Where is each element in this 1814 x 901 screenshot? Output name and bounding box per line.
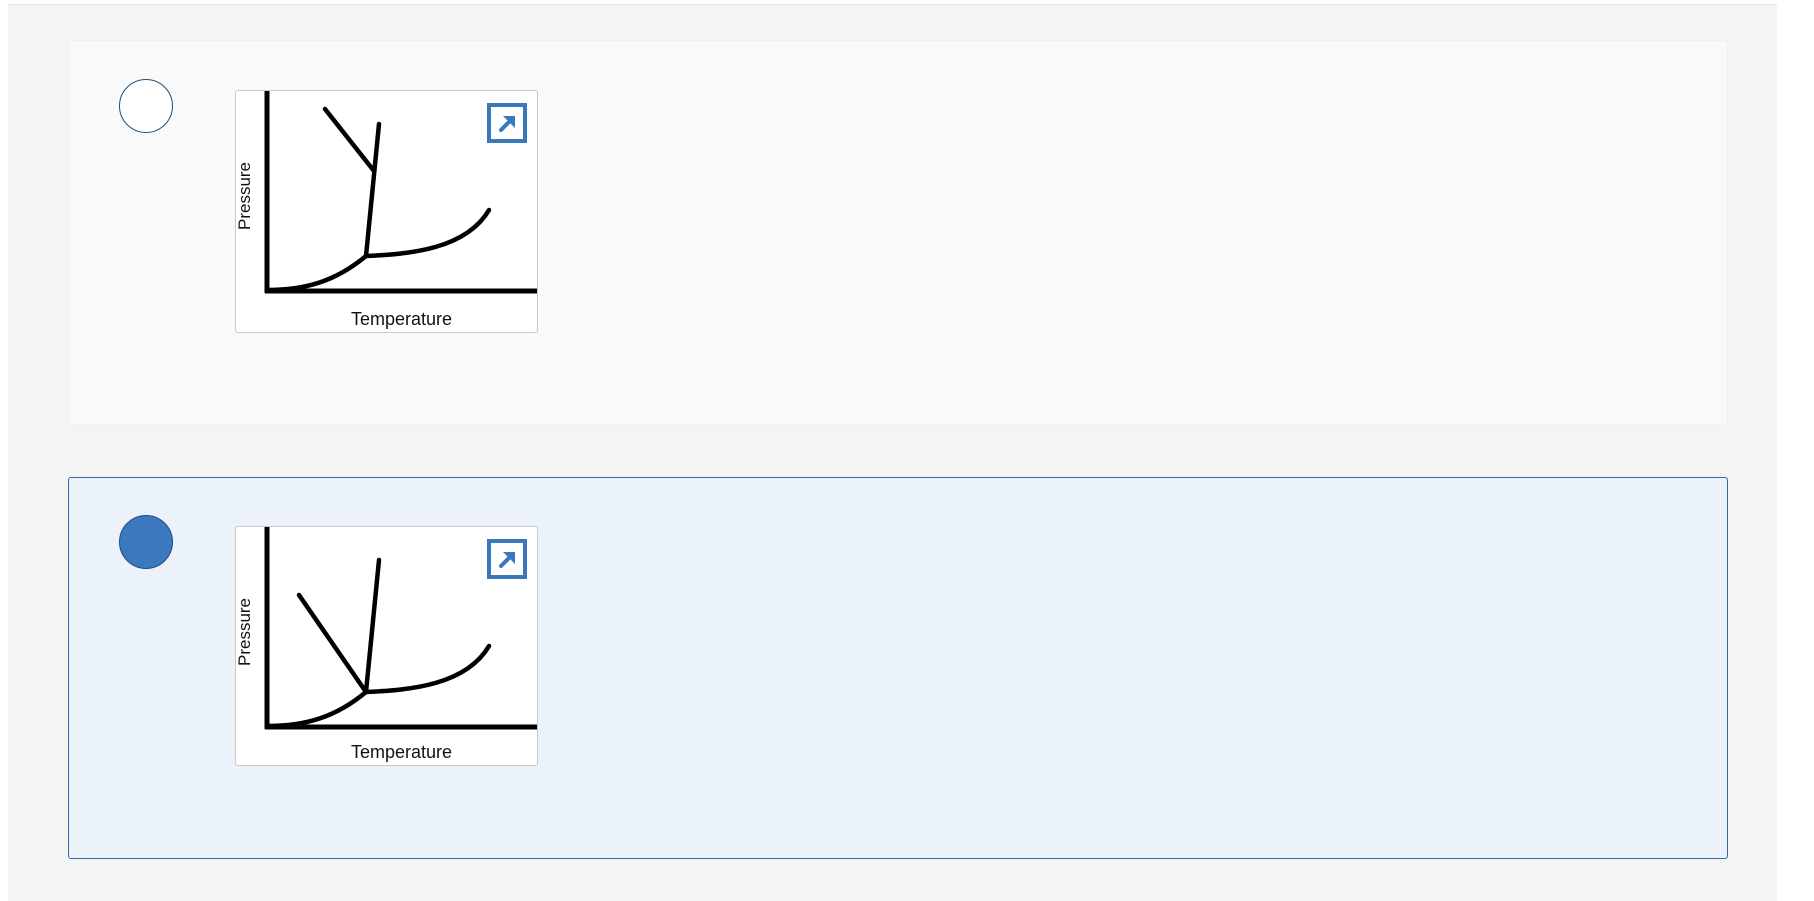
vaporization-curve <box>363 207 492 259</box>
x-axis-label: Temperature <box>350 309 453 329</box>
branch-line <box>322 106 377 174</box>
sublimation-curve <box>264 689 369 729</box>
sublimation-curve <box>264 253 369 293</box>
phase-diagram-thumbnail-b[interactable]: Pressure Temperature <box>235 526 538 766</box>
melting-curve <box>363 557 382 695</box>
expand-image-button[interactable] <box>487 103 527 143</box>
y-axis-label-text: Pressure <box>235 161 254 231</box>
expand-image-button[interactable] <box>487 539 527 579</box>
branch-line <box>296 592 369 695</box>
scroll-gutter <box>1777 0 1814 900</box>
expand-arrow-icon <box>499 552 515 568</box>
y-axis-label-text: Pressure <box>235 597 254 667</box>
phase-diagram-a <box>264 91 537 294</box>
vaporization-curve <box>363 643 492 695</box>
page-frame: Pressure Temperature Pressure Tempe <box>8 4 1777 901</box>
answer-option-b[interactable]: Pressure Temperature <box>68 477 1728 859</box>
phase-diagram-b <box>264 527 537 730</box>
melting-curve <box>363 121 382 259</box>
radio-button-a[interactable] <box>119 79 173 133</box>
expand-arrow-icon <box>499 116 515 132</box>
phase-diagram-thumbnail-a[interactable]: Pressure Temperature <box>235 90 538 333</box>
x-axis-label: Temperature <box>350 742 453 762</box>
radio-button-b[interactable] <box>119 515 173 569</box>
answer-option-a[interactable]: Pressure Temperature <box>68 40 1728 425</box>
